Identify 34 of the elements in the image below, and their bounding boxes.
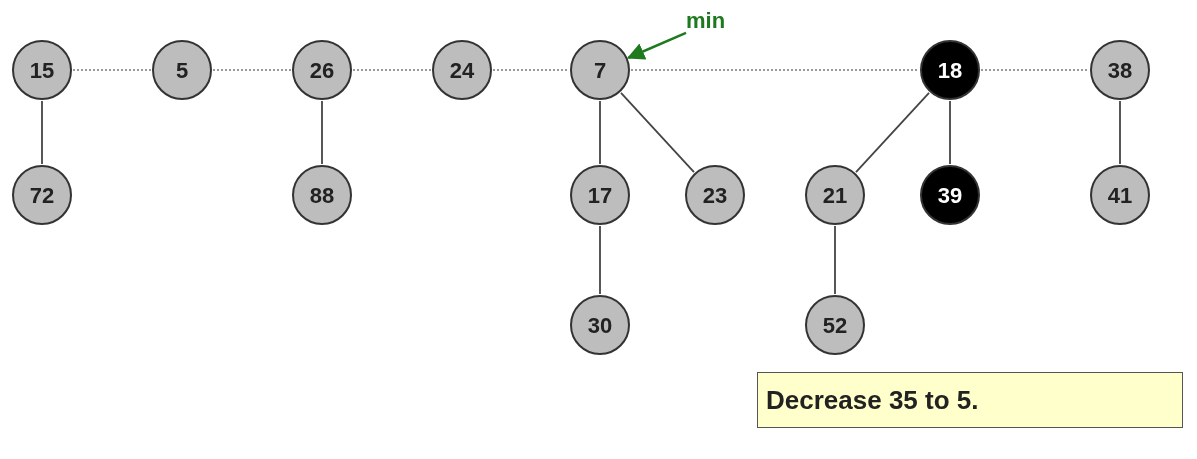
heap-node: 72 xyxy=(12,165,72,225)
tree-edge xyxy=(834,225,836,295)
tree-edge xyxy=(620,91,695,174)
heap-node: 24 xyxy=(432,40,492,100)
heap-node: 26 xyxy=(292,40,352,100)
heap-node: 30 xyxy=(570,295,630,355)
heap-node: 21 xyxy=(805,165,865,225)
dotted-link xyxy=(72,69,152,71)
marked-node: 18 xyxy=(920,40,980,100)
tree-edge xyxy=(855,91,930,174)
note-box: Decrease 35 to 5. xyxy=(757,372,1183,428)
dotted-link xyxy=(352,69,432,71)
dotted-link xyxy=(212,69,292,71)
tree-edge xyxy=(1119,100,1121,165)
tree-edge xyxy=(949,100,951,165)
dotted-link xyxy=(630,69,920,71)
heap-node: 38 xyxy=(1090,40,1150,100)
tree-edge xyxy=(599,100,601,165)
arrow xyxy=(626,31,687,60)
heap-node: 23 xyxy=(685,165,745,225)
heap-node: 5 xyxy=(152,40,212,100)
min-label: min xyxy=(686,6,746,34)
tree-edge xyxy=(599,225,601,295)
heap-node: 52 xyxy=(805,295,865,355)
dotted-link xyxy=(492,69,570,71)
heap-node: 7 xyxy=(570,40,630,100)
heap-node: 88 xyxy=(292,165,352,225)
dotted-link xyxy=(980,69,1090,71)
heap-node: 41 xyxy=(1090,165,1150,225)
heap-node: 15 xyxy=(12,40,72,100)
tree-edge xyxy=(321,100,323,165)
tree-edge xyxy=(41,100,43,165)
marked-node: 39 xyxy=(920,165,980,225)
heap-node: 17 xyxy=(570,165,630,225)
